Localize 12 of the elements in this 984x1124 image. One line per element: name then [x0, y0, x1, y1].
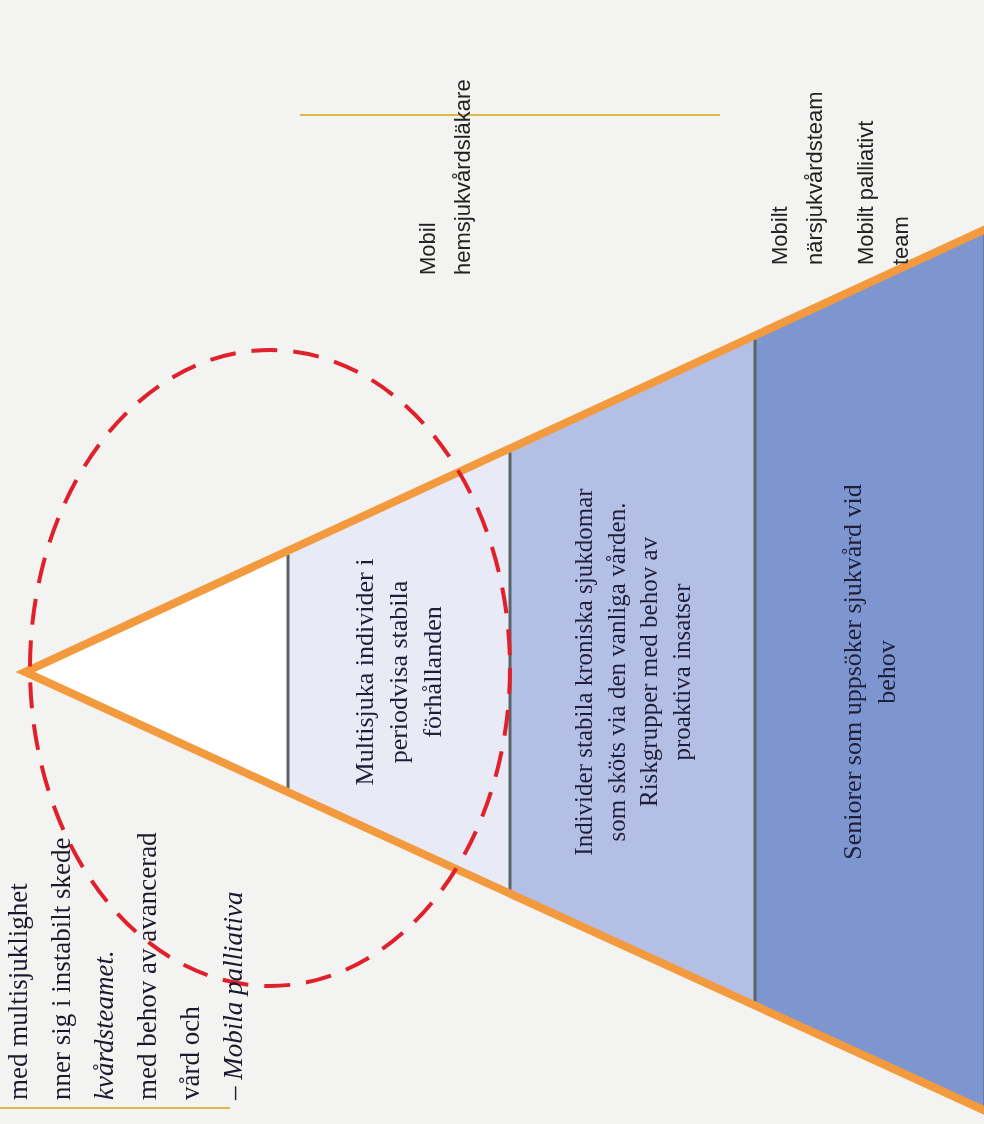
annotation-text: Mobilt närsjukvårdsteam: [766, 90, 829, 265]
layer-text: Multisjuka individer i periodvisa stabila förhållanden: [349, 557, 448, 788]
layer-text: Seniorer som uppsöker sjukvård vid behov: [836, 483, 902, 862]
annotation-text: med behov av avancerad: [134, 832, 161, 1100]
annotation-text: nner sig i instabilt skede: [48, 837, 75, 1100]
annotation-text: Mobil hemsjukvårdsläkare: [414, 78, 477, 275]
annotation-text: Mobilt palliativt team: [852, 119, 915, 265]
annotation-text: – Mobila palliativa: [220, 891, 247, 1100]
layer-text: Individer stabila kroniska sjukdomar som sköts via den vanliga vården. Riskgrupper med behov av proaktiva insatser: [568, 487, 696, 857]
annotation-text: vård och: [177, 1006, 204, 1100]
annotation-text: med multisjuklighet: [5, 883, 32, 1100]
annotation-text: kvårdsteamet.: [91, 950, 118, 1100]
